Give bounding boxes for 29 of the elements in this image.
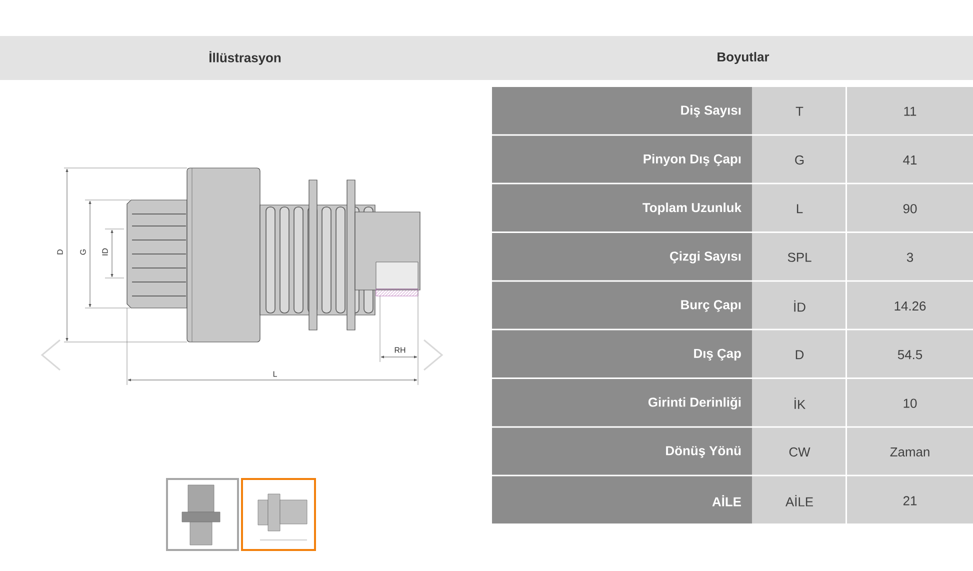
table-cell: Burç Çapı <box>492 282 752 329</box>
header-text: Boyutlar <box>718 52 770 64</box>
table-cell: Toplam Uzunluk <box>492 184 752 232</box>
table-cell: 14.26 <box>847 282 973 329</box>
table-cell: T <box>752 87 846 134</box>
table-cell: Dönüş Yönü <box>492 428 752 475</box>
table-cell: CW <box>752 428 846 475</box>
table-cell: 90 <box>847 184 973 232</box>
table-cell: 11 <box>847 87 973 134</box>
table-cell: SPL <box>752 233 846 280</box>
table-cell: 10 <box>847 379 973 426</box>
table-cell: İD <box>752 282 846 329</box>
table-cell: 3 <box>847 233 973 280</box>
table-cell: İK <box>752 379 846 426</box>
table-cell: L <box>752 184 846 232</box>
table-cell: G <box>752 136 846 183</box>
table-cell: 54.5 <box>847 330 973 378</box>
table-cell: Pinyon Dış Çapı <box>492 136 752 183</box>
table-cell: 41 <box>847 136 973 183</box>
table-cell: Zaman <box>847 428 973 475</box>
table-cell: Diş Sayısı <box>492 87 752 134</box>
table-cell: AİLE <box>492 476 752 524</box>
table-cell: AİLE <box>752 476 846 524</box>
table-cell: 21 <box>847 476 973 524</box>
table-cell: Girinti Derinliği <box>492 379 752 426</box>
table-cell: D <box>752 330 846 378</box>
header-text: İllüstrasyon <box>210 51 281 65</box>
table-cell: Çizgi Sayısı <box>492 233 752 280</box>
table-cell: Dış Çap <box>492 330 752 378</box>
